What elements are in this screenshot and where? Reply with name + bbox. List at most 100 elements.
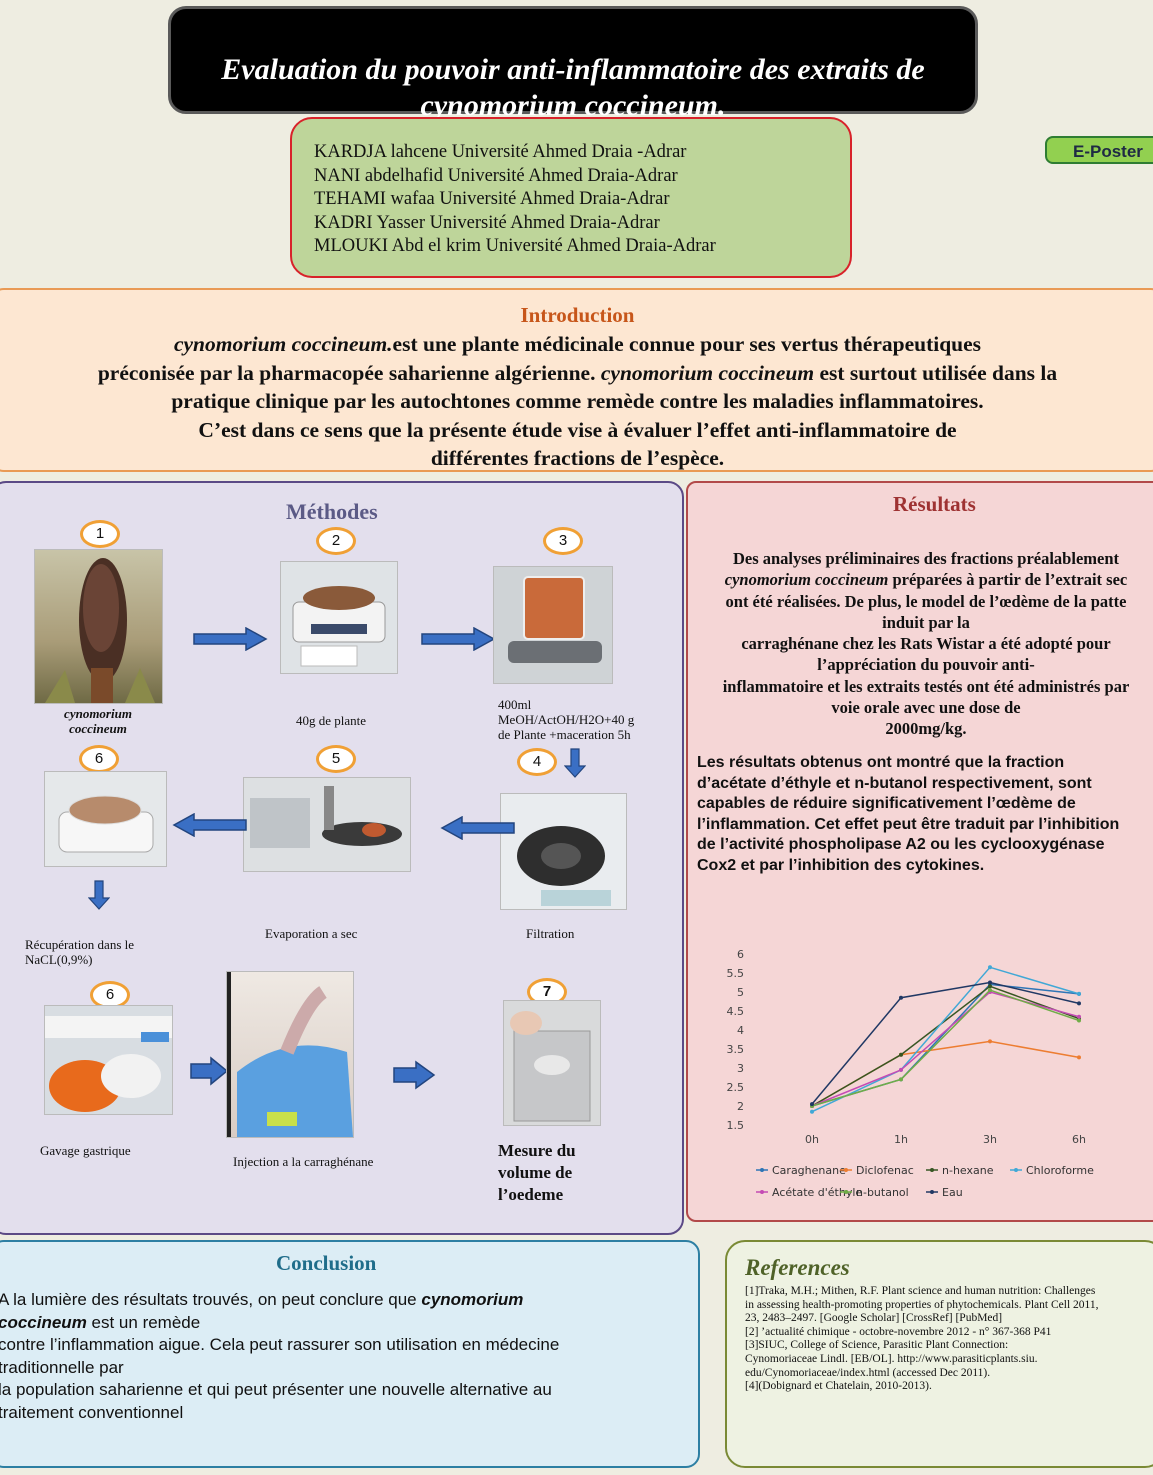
plethysmometer-image <box>510 1011 591 1122</box>
maceration-photo <box>493 566 613 684</box>
res-line-a: Des analyses préliminaires des fractions… <box>732 549 1120 568</box>
plant-photo <box>34 549 163 704</box>
injection-caption: Injection a la carraghénane <box>233 1154 374 1169</box>
x-tick-label: 0h <box>805 1133 819 1146</box>
gavage-image <box>45 1016 172 1112</box>
series-line <box>811 1040 1080 1107</box>
measurement-photo <box>503 1000 601 1126</box>
introduction-section: Introduction cynomorium coccineum.est un… <box>0 288 1153 472</box>
data-point <box>899 995 903 1000</box>
author-1: KARDJA lahcene Université Ahmed Draia -A… <box>314 142 687 162</box>
reference-item: in assessing health-promoting properties… <box>745 1298 1099 1311</box>
results-title: Résultats <box>893 492 976 516</box>
x-tick-label: 1h <box>894 1133 908 1146</box>
concl-line-4: traditionnelle par <box>0 1357 124 1377</box>
step-3-badge: 3 <box>543 527 583 555</box>
title-line-2: cynomorium coccineum. <box>420 89 726 122</box>
plant-image <box>45 558 155 703</box>
data-point <box>899 1077 903 1082</box>
data-point <box>1077 1055 1081 1060</box>
res-line-f: l’appréciation du pouvoir anti- <box>817 655 1035 675</box>
references-section <box>725 1240 1153 1468</box>
intro-line-2b: est surtout utilisée dans la <box>814 360 1058 385</box>
balance-photo <box>280 561 398 674</box>
plant-caption: cynomorium coccineum <box>64 706 132 736</box>
e-poster-badge[interactable]: E-Poster <box>1045 136 1153 164</box>
data-point <box>1077 1001 1081 1006</box>
introduction-title: Introduction <box>520 303 635 327</box>
arrow-left-icon <box>440 816 515 840</box>
step-4-badge: 4 <box>517 748 557 776</box>
series-line <box>811 981 1080 1105</box>
author-4: KADRI Yasser Université Ahmed Draia-Adra… <box>314 212 660 233</box>
data-point <box>899 1067 903 1072</box>
recovery-caption: Récupération dans le NaCL(0,9%) <box>25 937 135 967</box>
res-line-c: ont été réalisées. De plus, le model de … <box>725 591 1127 611</box>
gavage-photo <box>44 1005 173 1115</box>
res-line-d: induit par la <box>882 612 970 632</box>
title-line-1: Evaluation du pouvoir anti-inflammatoire… <box>221 53 925 86</box>
data-point <box>988 988 992 993</box>
filtration-photo <box>500 793 627 910</box>
reference-item: [1]Traka, M.H.; Mithen, R.F. Plant scien… <box>745 1285 1096 1297</box>
legend-label: Diclofenac <box>856 1164 914 1177</box>
legend-marker <box>844 1168 848 1172</box>
series-line <box>811 989 1080 1107</box>
legend-label: n-butanol <box>856 1186 909 1199</box>
reference-item: [3]SIUC, College of Science, Parasitic P… <box>745 1339 1009 1352</box>
step-5-badge: 5 <box>316 745 356 773</box>
reference-item: Cynomoriaceae Lindl. [EB/OL]. http://www… <box>745 1352 1038 1365</box>
arrow-right-icon <box>190 1056 229 1086</box>
legend-marker <box>844 1190 848 1194</box>
conclusion-title: Conclusion <box>276 1251 377 1275</box>
res-line-g: inflammatoire et les extraits testés ont… <box>722 676 1130 696</box>
x-tick-label: 3h <box>983 1133 997 1146</box>
results-section <box>686 481 1153 1222</box>
concl-species-2: coccineum <box>0 1312 87 1332</box>
y-tick-label: 5.5 <box>727 967 745 980</box>
arrow-right-icon <box>421 627 496 651</box>
legend-marker <box>760 1168 764 1172</box>
data-point <box>810 1109 814 1114</box>
injection-photo <box>226 971 354 1138</box>
concl-line-6: traitement conventionnel <box>0 1402 184 1422</box>
data-point <box>1077 1014 1081 1019</box>
author-3: TEHAMI wafaa Université Ahmed Draia-Adra… <box>314 189 670 209</box>
legend-marker <box>930 1190 934 1194</box>
data-point <box>988 1039 992 1044</box>
legend-label: Chloroforme <box>1026 1164 1094 1177</box>
references-list: [1]Traka, M.H.; Mithen, R.F. Plant scien… <box>745 1285 1153 1394</box>
x-tick-label: 6h <box>1072 1133 1086 1146</box>
poster-title: Evaluation du pouvoir anti-inflammatoire… <box>168 6 978 122</box>
y-tick-label: 2 <box>737 1100 744 1113</box>
legend-label: Acétate d'éthyle <box>772 1186 862 1199</box>
recovery-photo <box>44 771 167 867</box>
intro-species-1: cynomorium coccineum. <box>173 332 393 356</box>
legend-label: Eau <box>942 1186 963 1199</box>
arrow-right-icon <box>393 1060 436 1090</box>
arrow-right-icon <box>193 627 268 651</box>
y-tick-label: 3 <box>737 1062 744 1075</box>
concl-line-5: la population saharienne et qui peut pré… <box>0 1380 552 1399</box>
y-tick-label: 3.5 <box>727 1043 745 1056</box>
concl-line-3: contre l’inflammation aigue. Cela peut r… <box>0 1335 560 1354</box>
data-point <box>1077 1018 1081 1023</box>
arrow-left-icon <box>172 813 247 837</box>
introduction-text: cynomorium coccineum.est une plante médi… <box>12 330 1143 473</box>
y-tick-label: 2.5 <box>727 1081 745 1094</box>
methods-title: Méthodes <box>286 499 378 524</box>
res-line-h: voie orale avec une dose de <box>831 698 1021 718</box>
bath-image <box>58 795 154 853</box>
maceration-caption: 400ml MeOH/ActOH/H2O+40 g de Plante +mac… <box>498 697 635 742</box>
references-title: References <box>745 1255 850 1280</box>
reference-item: [4](Dobignard et Chatelain, 2010-2013). <box>745 1380 932 1393</box>
conclusion-text: A la lumière des résultats trouvés, on p… <box>0 1289 678 1424</box>
data-point <box>988 984 992 989</box>
reference-item: 23, 2483–2497. [Google Scholar] [CrossRe… <box>745 1312 1003 1325</box>
gavage-caption: Gavage gastrique <box>40 1143 131 1158</box>
conclusion-section <box>0 1240 700 1468</box>
y-tick-label: 1.5 <box>727 1119 745 1132</box>
arrow-down-icon <box>564 748 586 778</box>
y-tick-label: 5 <box>737 986 744 999</box>
legend-marker <box>1014 1168 1018 1172</box>
